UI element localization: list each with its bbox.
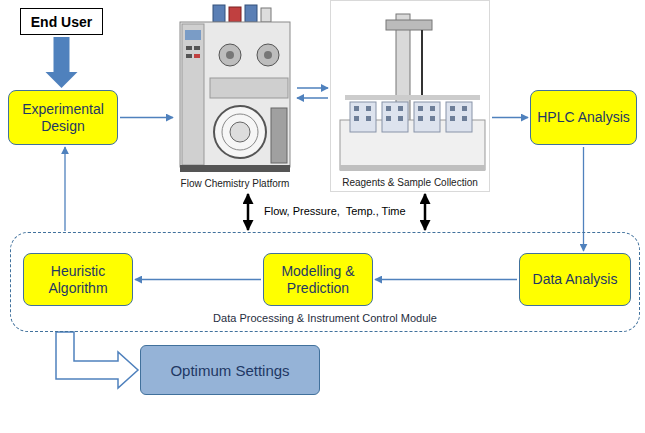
flow-arrow xyxy=(120,117,173,118)
module-region: Data Processing & Instrument Control Mod… xyxy=(10,232,640,332)
node-text: Data Analysis xyxy=(533,271,618,288)
block-arrow xyxy=(46,37,78,88)
process-box: Heuristic Algorithm xyxy=(23,253,133,306)
node-text: Data Processing & Instrument Control Mod… xyxy=(213,312,437,324)
process-box: HPLC Analysis xyxy=(530,90,637,145)
node-text: Flow Chemistry Platform xyxy=(181,178,290,189)
actor-box: End User xyxy=(20,8,103,35)
flow-arrow xyxy=(135,279,261,280)
node-text: End User xyxy=(31,14,92,30)
process-box: Data Analysis xyxy=(519,253,631,306)
node-text: Experimental Design xyxy=(15,101,111,135)
outlined-arrow xyxy=(56,332,138,388)
node-text: Reagents & Sample Collection xyxy=(342,177,478,188)
flow-arrow xyxy=(64,147,65,231)
flow-arrow xyxy=(492,117,528,118)
process-box: Modelling & Prediction xyxy=(263,253,373,306)
instrument-picture: Reagents & Sample Collection xyxy=(330,0,490,192)
result-box: Optimum Settings xyxy=(140,345,320,395)
flow-arrow xyxy=(297,88,328,98)
flow-arrow xyxy=(375,279,517,280)
node-text: Optimum Settings xyxy=(170,362,289,379)
autosampler-picture xyxy=(340,14,485,171)
flow-platform-picture xyxy=(180,5,290,172)
flow-arrow xyxy=(583,147,584,251)
instrument-picture: Flow Chemistry Platform xyxy=(175,2,295,192)
flow-arrow xyxy=(247,194,250,230)
process-box: Experimental Design xyxy=(8,90,118,145)
parameter-label: Flow, Pressure, Temp., Time xyxy=(262,205,408,217)
flow-arrow xyxy=(424,194,427,230)
node-text: Modelling & Prediction xyxy=(270,263,366,297)
node-text: HPLC Analysis xyxy=(537,109,630,126)
node-text: Heuristic Algorithm xyxy=(30,263,126,297)
